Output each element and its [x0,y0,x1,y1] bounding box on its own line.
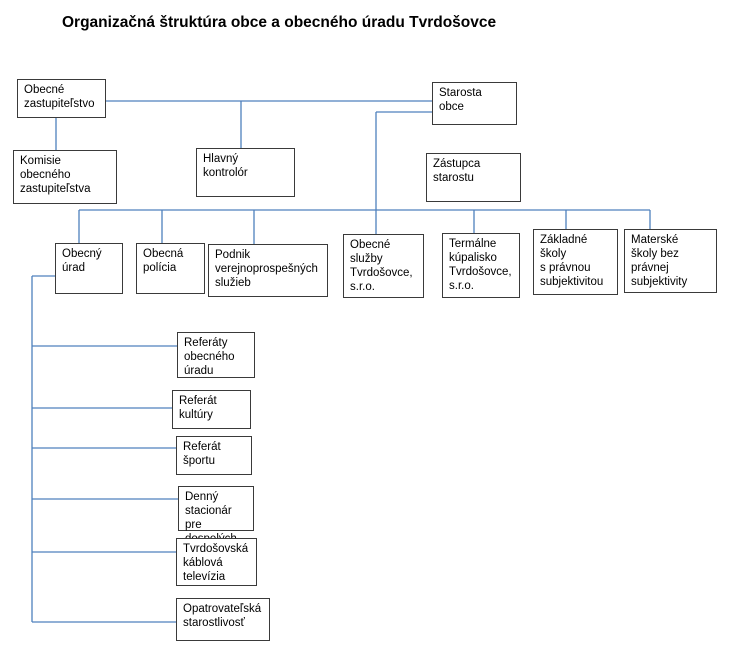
box-zastupca-starostu: Zástupca starostu [426,153,521,202]
page-title: Organizačná štruktúra obce a obecného úr… [62,14,497,31]
box-obecne-sluzby: Obecné služby Tvrdošovce, s.r.o. [343,234,424,298]
box-hlavny-kontrolor: Hlavný kontrolór [196,148,295,197]
box-referat-kultury: Referát kultúry [172,390,251,429]
box-zakladne-skoly: Základné školy s právnou subjektivitou [533,229,618,295]
box-denny-stacionar: Denný stacionár pre dospelých [178,486,254,545]
box-termalne-kupalisko: Termálne kúpalisko Tvrdošovce, s.r.o. [442,233,520,298]
box-referaty-obecneho-uradu: Referáty obecného úradu [177,332,255,378]
box-opatrovatelska-starostlivost: Opatrovateľská starostlivosť [176,598,270,641]
box-podnik: Podnik verejnoprospešných služieb [208,244,328,297]
box-starosta-obce: Starosta obce [432,82,517,125]
box-komisie: Komisie obecného zastupiteľstva [13,150,117,204]
box-kablova-televizia: Tvrdošovská káblová televízia [176,538,257,586]
box-obecne-zastupitelstvo: Obecné zastupiteľstvo [17,79,106,118]
box-obecny-urad: Obecný úrad [55,243,123,294]
box-materske-skoly: Materské školy bez právnej subjektivity [624,229,717,293]
box-obecna-policia: Obecná polícia [136,243,205,294]
box-referat-sportu: Referát športu [176,436,252,475]
